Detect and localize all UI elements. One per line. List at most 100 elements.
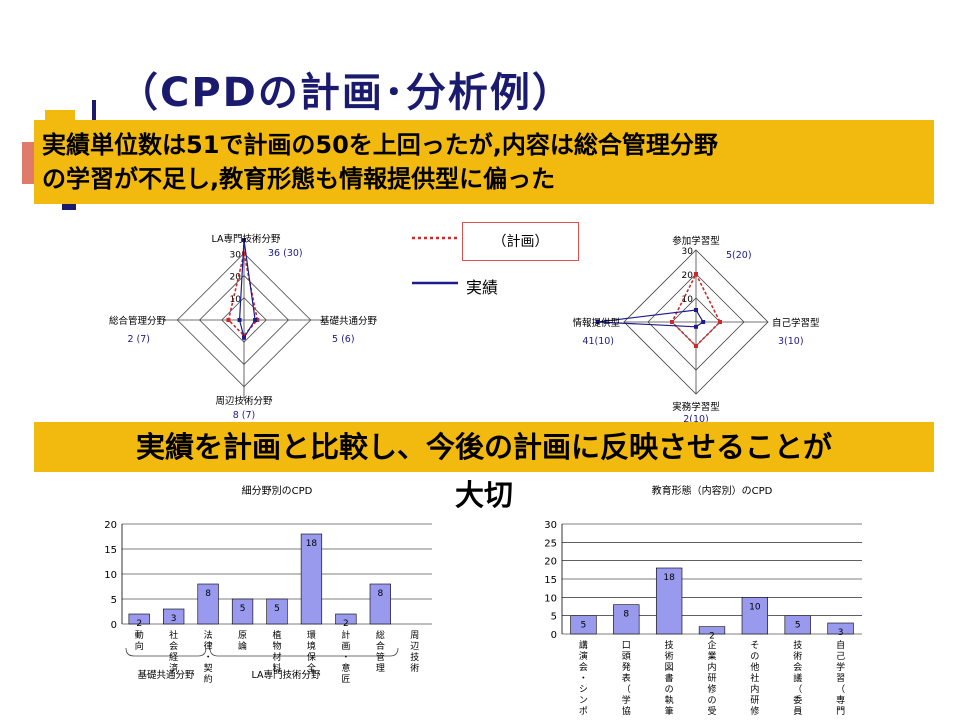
bar-y-tick: 30 [544,520,557,531]
callout-conclusion-tail: 大切 [454,478,513,512]
bar-chart-title: 教育形態（内容別）のCPD [652,484,773,497]
bar-category-label: その他社内研修会 [750,640,759,716]
bar-data-label: 2 [709,632,715,642]
radar-value-label: 36 (30) [268,248,303,259]
radar-point-actual [694,324,698,329]
radar-top-value: 36 [238,212,250,215]
radar-value-label: 5(20) [726,250,752,261]
group-label: LA専門技術分野 [251,669,321,681]
group-bracket [125,647,207,657]
bar [369,583,391,625]
bar-category-label: 講演会・シンポジ [579,639,588,716]
radar-point-actual [701,320,706,324]
radar-point-actual [253,318,258,322]
decor-bar-navy [92,100,96,120]
callout-summary-line2: の学習が不足し,教育形態も情報提供型に偏った [42,165,556,193]
radar-axis-label: 自己学習型 [772,317,820,329]
bar-category-label: 企業内研修の受講 [707,639,716,716]
bar [698,626,726,635]
bar-y-tick: 15 [544,575,557,586]
radar-axis-label: 参加学習型 [672,235,720,247]
bar-data-label: 18 [306,539,318,549]
radar-axis-label: 基礎共通分野 [320,315,378,327]
bar-data-label: 5 [581,621,587,631]
bar-category-label: 環境保全 [307,630,316,674]
bar-category-label: 植物材料 [272,629,281,674]
radar-value-label: 2 (7) [127,334,150,345]
bar [784,615,811,635]
bar-y-tick: 10 [104,570,117,581]
bar-data-label: 18 [663,573,675,583]
legend-plan-box: （計画） [462,222,579,261]
bar-category-label: 総合管理 [376,629,385,674]
bar-data-label: 8 [623,610,629,620]
legend-actual-label: 実績 [466,278,499,297]
callout-conclusion: 実績を計画と比較し、今後の計画に反映させることが [34,422,934,472]
bar [163,608,185,625]
bar-data-label: 2 [136,619,142,629]
bar [231,598,254,625]
radar-point-actual [242,335,246,340]
bar-y-tick: 10 [544,593,557,604]
bar [197,583,219,625]
bar-y-tick: 5 [111,595,117,606]
radar-tick-label: 20 [230,273,242,283]
radar-tick-label: 30 [230,250,242,260]
bar [570,615,597,635]
group-label: 基礎共通分野 [137,669,195,681]
bar-y-tick: 5 [551,612,557,623]
radar-series-actual [238,239,256,340]
bar-category-label: 原論 [238,630,247,652]
radar-tick-label: 10 [682,295,694,305]
bar-chart-title: 細分野別のCPD [242,484,313,497]
bar-category-label: 自己学習（専門誌 [836,639,845,716]
bar-category-label: 口頭発表（学協会 [622,641,631,716]
bar-y-tick: 20 [104,520,117,531]
slide-title: （CPDの計画･分析例） [118,70,574,116]
bar-data-label: 5 [274,604,280,614]
radar-point-actual [242,238,246,242]
bar-data-label: 3 [171,614,177,624]
radar-point-plan [694,272,698,276]
bar-data-label: 10 [749,602,761,612]
radar-tick-label: 20 [682,271,694,281]
radar-value-label: 5 (6) [332,334,355,345]
bar-y-tick: 25 [544,538,557,549]
radar-point-plan [718,320,722,324]
bar-category-label: 法律・契約 [204,629,213,685]
radar-point-plan [670,320,674,324]
radar-value-label: 3(10) [778,336,804,347]
bar-data-label: 5 [240,604,246,614]
bar-category-label: 技術図書の執筆 [665,639,674,716]
legend-plan-label: （計画） [492,234,549,250]
bar-y-tick: 0 [551,630,557,641]
bar [613,604,640,635]
bar-chart-format: 教育形態（内容別）のCPD051015202530581821053講演会・シン… [544,484,862,716]
bar-category-label: 社会経済 [169,629,178,674]
bar [128,613,150,625]
radar-value-label: 2(10) [683,414,709,425]
bar-category-label: 計画・意匠 [341,629,350,685]
radar-point-plan [694,344,698,348]
bar [655,567,683,635]
bar [300,533,323,625]
radar-point-actual [237,318,242,322]
callout-summary-line1: 実績単位数は51で計画の50を上回ったが,内容は総合管理分野 [42,131,718,159]
bar-data-label: 8 [205,589,211,599]
bar [741,597,769,635]
bar-data-label: 8 [377,589,383,599]
radar-tick-label: 10 [230,295,242,305]
radar-axis-label: 総合管理分野 [109,315,167,327]
bar-data-label: 3 [838,628,844,638]
radar-tick-label: 30 [682,247,694,257]
radar-point-plan [226,318,231,322]
radar-value-label: 8 (7) [233,410,256,421]
bar [335,613,357,625]
bar-data-label: 2 [343,619,349,629]
radar-axis-label: 情報提供型 [572,317,620,329]
radar-axis-label: 周辺技術分野 [215,395,273,407]
legend-lines [412,236,458,285]
bar-category-label: 動向 [135,630,144,652]
